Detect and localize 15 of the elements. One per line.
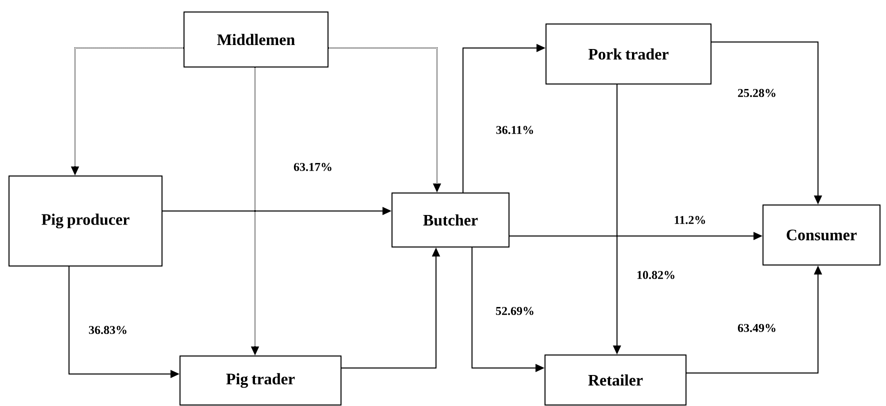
edge-label: 52.69%	[494, 306, 536, 316]
edge-label: 25.28%	[736, 88, 778, 98]
process-box: Pig producer	[8, 176, 162, 266]
edge-label: 10.82%	[636, 270, 676, 280]
process-box: Butcher	[392, 192, 510, 248]
process-box: Pork trader	[546, 24, 712, 84]
edge-label: 63.49%	[736, 322, 778, 334]
process-box: Middlemen	[184, 12, 328, 68]
edge-label: 36.83%	[88, 324, 129, 336]
edge-label: 63.17%	[292, 162, 334, 172]
process-box: Retailer	[544, 354, 686, 406]
process-box: Consumer	[762, 204, 880, 266]
edge-label: 36.11%	[494, 124, 536, 136]
edge-label: 11.2%	[672, 214, 708, 226]
process-box: Pig trader	[180, 356, 342, 406]
